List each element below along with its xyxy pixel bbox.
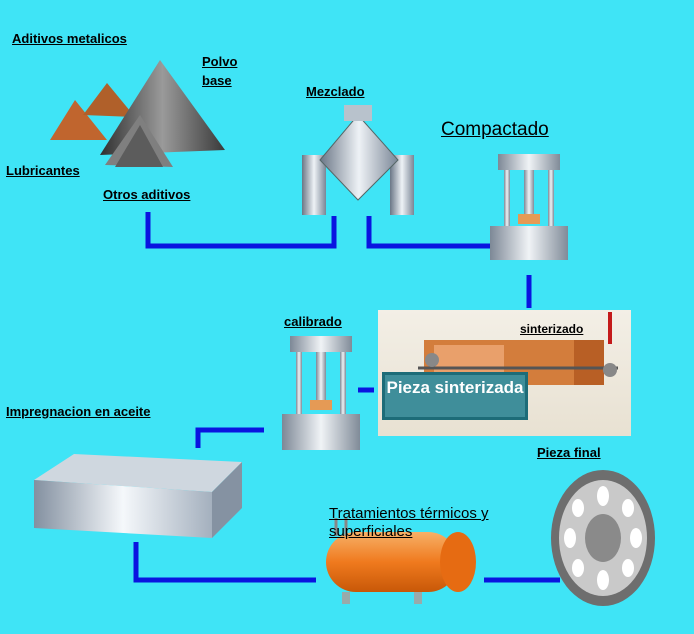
oil-tank-image — [34, 454, 242, 538]
calibration-press-image — [282, 336, 360, 450]
tratamientos-label: Tratamientos térmicos y superficiales — [329, 505, 489, 540]
lubricantes-label: Lubricantes — [6, 163, 80, 178]
compactado-label: Compactado — [441, 119, 549, 140]
calibrado-label: calibrado — [284, 314, 342, 329]
polvo-base-label: Polvo base — [202, 54, 238, 88]
pieza-final-label: Pieza final — [537, 445, 601, 460]
connector-mixer-to-press — [366, 216, 490, 249]
aditivos-metalicos-label: Aditivos metalicos — [12, 31, 127, 46]
sinter-furnace-image — [418, 312, 618, 385]
powder-piles-image — [50, 60, 225, 167]
connector-oil-to-heat — [133, 542, 316, 583]
heat-treatment-furnace-image — [326, 518, 476, 604]
connector-powders-to-mixer — [145, 212, 337, 249]
connector-calibration-to-oil — [195, 427, 264, 448]
otros-aditivos-label: Otros aditivos — [103, 187, 191, 202]
compaction-press-image — [490, 154, 568, 260]
impregnacion-label: Impregnacion en aceite — [6, 404, 151, 419]
sinterizado-label: sinterizado — [520, 322, 584, 336]
mixer-image — [302, 105, 414, 215]
mezclado-label: Mezclado — [306, 84, 365, 99]
final-gear-image — [551, 470, 655, 606]
pieza-sinterizada-tag: Pieza sinterizada — [382, 372, 528, 420]
